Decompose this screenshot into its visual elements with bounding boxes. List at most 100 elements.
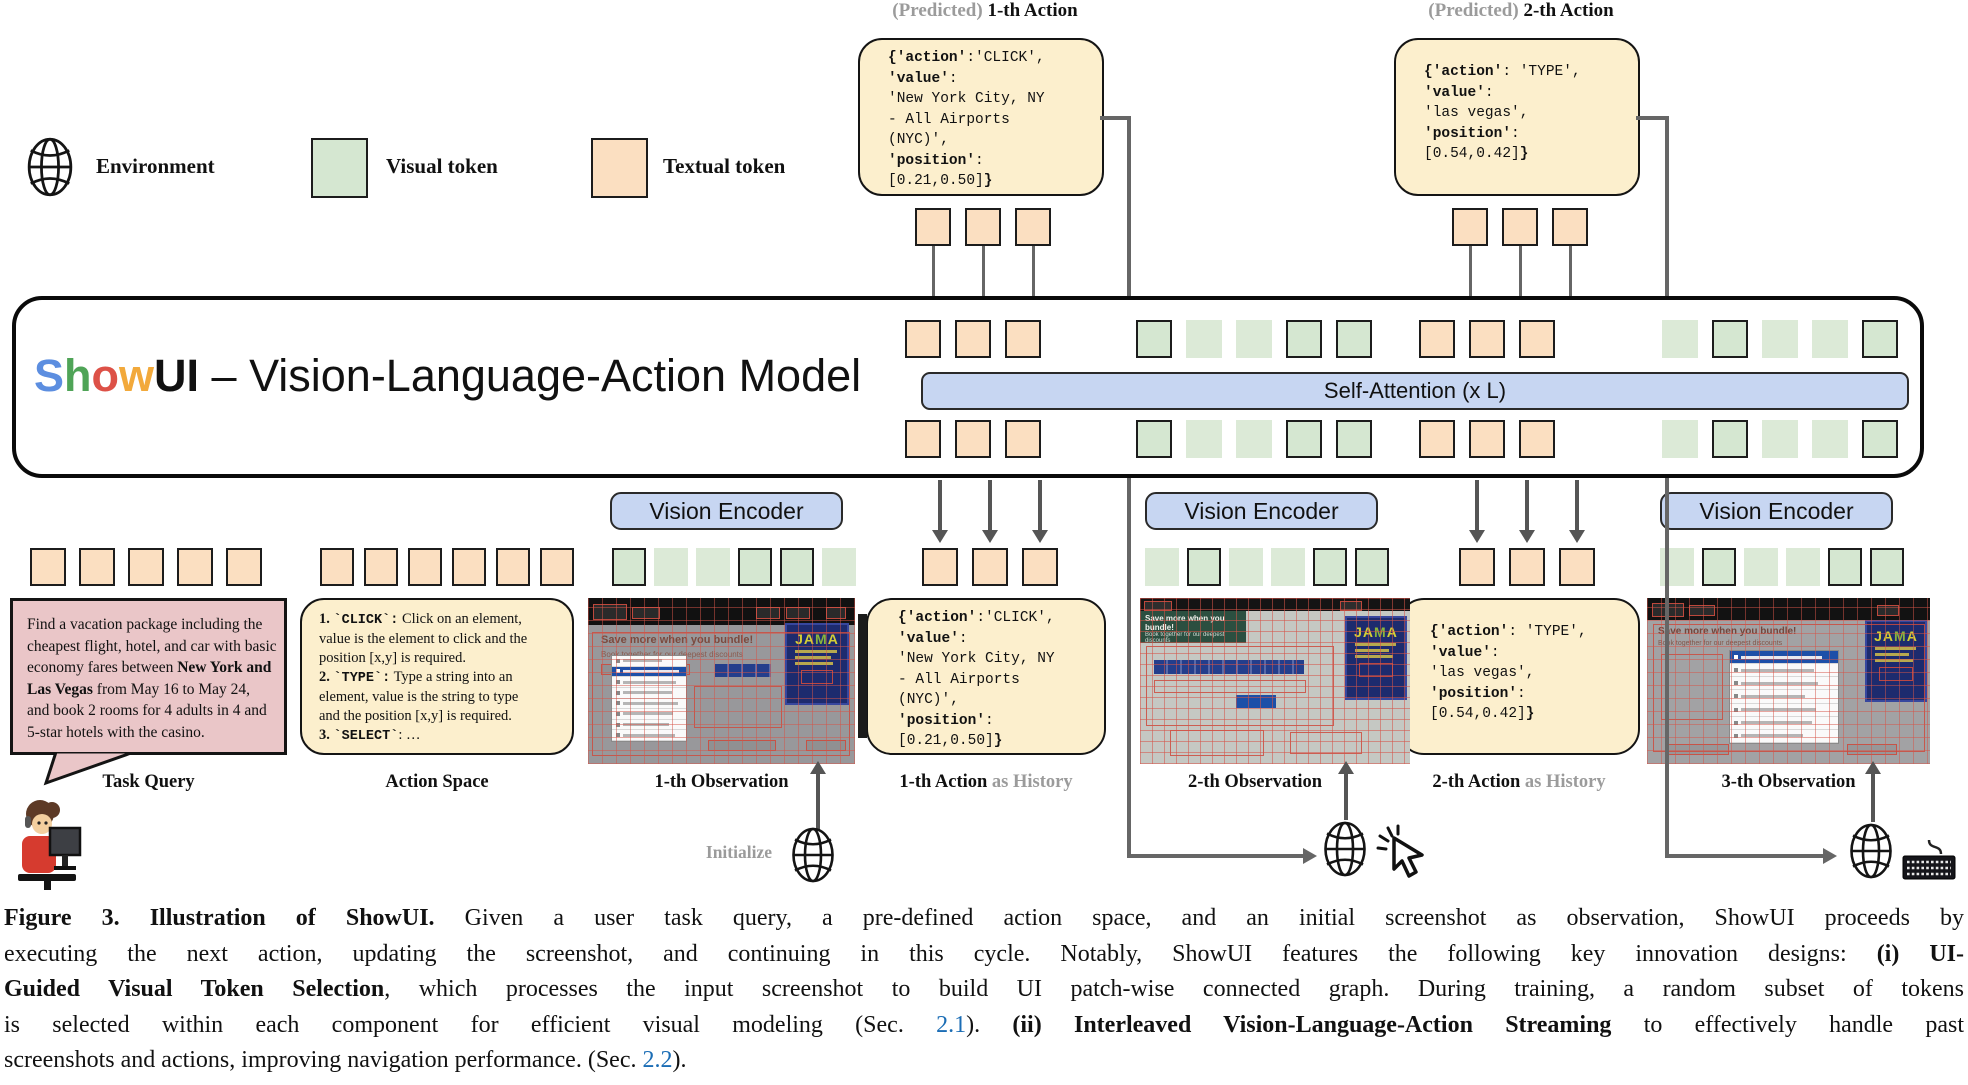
- token-textual: [364, 548, 398, 586]
- model-title-rest: – Vision-Language-Action Model: [199, 350, 862, 401]
- token-row-task-query: [30, 548, 262, 586]
- text-line: value is the element to click and the: [319, 630, 572, 649]
- text-segment: New York and: [177, 659, 272, 676]
- text-segment: {'action': [898, 610, 977, 626]
- token-visual: [1702, 548, 1736, 586]
- text-line: and the position [x,y] is required.: [319, 707, 572, 726]
- label-task-query: Task Query: [102, 772, 195, 792]
- token-visual-faded: [1762, 320, 1798, 358]
- text-line: 'value':: [888, 69, 1094, 90]
- text-segment: Find a vacation package including the: [27, 616, 263, 633]
- token-row-inbox: [1136, 320, 1372, 358]
- token-row-observation-3: [1660, 548, 1904, 586]
- text-segment: Given a user task query, a pre-defined a…: [434, 905, 1964, 931]
- token-textual: [1469, 320, 1505, 358]
- text-segment: element, value is the string to type: [319, 689, 519, 705]
- label-action-history-1: 1-th Action as History: [866, 772, 1106, 793]
- text-segment: :: [1484, 84, 1494, 101]
- token-visual: [1712, 420, 1748, 458]
- token-textual: [408, 548, 442, 586]
- legend-textual-token-swatch: [591, 138, 648, 198]
- text-segment: 2.: [319, 669, 334, 685]
- token-visual: [1136, 320, 1172, 358]
- token-row-observation-2: [1145, 548, 1389, 586]
- token-row-inbox: [1419, 320, 1555, 358]
- text-segment: `CLICK`:: [333, 613, 399, 628]
- globe-icon: [21, 136, 79, 198]
- text-segment: {'action': [1430, 624, 1509, 640]
- section-link[interactable]: 2.2: [642, 1047, 673, 1073]
- feedback-line-1: [1100, 116, 1130, 120]
- text-segment: Click on an element,: [398, 611, 522, 627]
- text-segment: Las Vegas: [27, 680, 93, 698]
- token-row-predicted-2: [1452, 208, 1588, 246]
- token-textual: [452, 548, 486, 586]
- keyboard-icon: [1901, 838, 1957, 882]
- arrowhead-right: [1303, 848, 1317, 864]
- predicted-action-2-header: (Predicted) 2-th Action: [1396, 0, 1646, 22]
- feedback-line-2: [1636, 116, 1668, 120]
- token-textual: [177, 548, 213, 586]
- token-textual: [1519, 320, 1555, 358]
- token-textual: [1469, 420, 1505, 458]
- model-title-letter: o: [91, 350, 120, 401]
- text-segment: 'New York City, NY: [898, 651, 1055, 667]
- text-segment: }: [983, 173, 993, 189]
- text-segment: JA: [1354, 624, 1375, 640]
- text-line: 1. `CLICK`: Click on an element,: [319, 610, 572, 630]
- text-line: {'action':'CLICK',: [888, 48, 1094, 69]
- text-line: and book 2 rooms for 4 adults in 4 and: [27, 700, 284, 722]
- arrowhead-up: [810, 761, 826, 774]
- text-segment: (NYC)',: [888, 132, 949, 148]
- text-segment: (i) UI-: [1876, 940, 1964, 967]
- token-textual: [922, 548, 958, 586]
- text-segment: 'value': [1430, 644, 1491, 661]
- token-textual: [30, 548, 66, 586]
- text-segment: Figure 3. Illustration of ShowUI.: [4, 905, 435, 931]
- text-segment: (Predicted): [892, 0, 988, 21]
- predicted-action-2-box: {'action': 'TYPE','value':'las vegas','p…: [1394, 38, 1640, 196]
- legend-textual-label: Textual token: [663, 154, 786, 178]
- legend-visual-label: Visual token: [386, 154, 498, 178]
- token-visual: [1862, 420, 1898, 458]
- text-line: - All Airports: [898, 670, 1098, 691]
- text-segment: {'action': [1424, 64, 1503, 80]
- token-row-observation-1: [612, 548, 856, 586]
- text-line: - All Airports: [888, 110, 1094, 131]
- token-textual: [905, 320, 941, 358]
- text-segment: 'las vegas',: [1424, 105, 1529, 121]
- text-segment: executing the next action, updating the …: [4, 940, 1877, 967]
- text-segment: M: [1374, 624, 1387, 640]
- globe-icon: [1318, 820, 1372, 878]
- section-link[interactable]: 2.1: [936, 1011, 967, 1038]
- token-textual: [1509, 548, 1545, 586]
- token-textual: [540, 548, 574, 586]
- token-row-inbox: [1419, 420, 1555, 458]
- text-segment: 1-th Action: [987, 0, 1078, 21]
- feedback-line-2: [1665, 854, 1827, 858]
- token-visual-faded: [1236, 320, 1272, 358]
- arrowhead-down: [982, 530, 998, 543]
- text-line: Figure 3. Illustration of ShowUI. Given …: [4, 901, 1964, 937]
- token-visual: [1286, 420, 1322, 458]
- text-segment: ).: [966, 1011, 1013, 1038]
- text-segment: `SELECT`: [333, 729, 399, 744]
- text-segment: - All Airports: [898, 671, 1020, 688]
- text-line: 'las vegas',: [1430, 663, 1632, 684]
- token-visual-faded: [1762, 420, 1798, 458]
- text-segment: to effectively handle past: [1611, 1011, 1965, 1038]
- token-row-inbox: [1662, 420, 1898, 458]
- text-line: 'value':: [1424, 83, 1630, 104]
- text-segment: 'position': [1430, 685, 1518, 702]
- text-segment: 'value': [1424, 84, 1485, 101]
- token-textual: [1022, 548, 1058, 586]
- token-textual: [1419, 420, 1455, 458]
- text-segment: as History: [987, 772, 1073, 792]
- token-visual-faded: [822, 548, 856, 586]
- model-title-showui: Show: [34, 350, 154, 401]
- text-segment: `TYPE`:: [333, 671, 391, 686]
- label-observation-2: 2-th Observation: [1187, 772, 1323, 792]
- output-arrow: [988, 480, 992, 532]
